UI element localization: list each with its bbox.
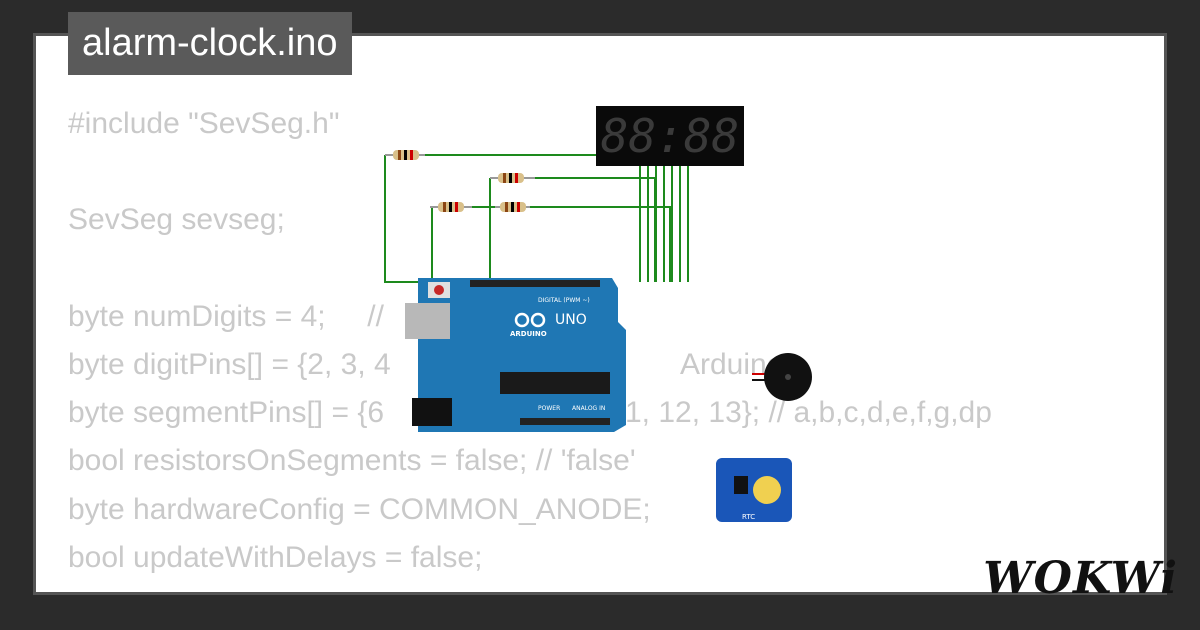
analog-label: ANALOG IN [572, 405, 605, 412]
code-line: byte hardwareConfig = COMMON_ANODE; [68, 492, 651, 526]
reset-button[interactable] [434, 285, 444, 295]
seven-segment-display[interactable]: 88:88 [596, 106, 744, 166]
power-jack [412, 398, 452, 426]
resistor [495, 202, 530, 212]
code-line: bool updateWithDelays = false; [68, 540, 483, 574]
usb-port [405, 303, 450, 339]
code-fragment-segment-tail: 1, 12, 13}; // a,b,c,d,e,f,g,dp [625, 396, 992, 429]
microcontroller-chip [500, 372, 610, 394]
wokwi-logo: WOKWi [983, 553, 1178, 604]
code-preview: #include "SevSeg.h" SevSeg sevseg; byte nu… [68, 100, 651, 592]
digital-header [470, 280, 600, 287]
analog-header [520, 418, 610, 425]
power-label: POWER [538, 405, 560, 412]
rtc-module[interactable]: RTC [716, 458, 792, 522]
project-filename: alarm-clock.ino [68, 12, 352, 75]
code-line: #include "SevSeg.h" [68, 107, 340, 140]
code-line: bool leadingZeros = false; [68, 582, 651, 592]
resistor [430, 202, 472, 212]
arduino-uno-board[interactable]: DIGITAL (PWM ~) UNO ARDUINO POWER ANALOG… [405, 278, 626, 432]
arduino-logo-icon [514, 312, 530, 328]
code-line: byte numDigits = 4; // [68, 299, 384, 333]
arduino-model: UNO [555, 312, 587, 328]
rtc-label: RTC [742, 513, 755, 521]
code-line: byte segmentPins[] = {6 [68, 396, 385, 430]
code-line: byte digitPins[] = {2, 3, 4 [68, 347, 391, 381]
resistor [490, 173, 535, 183]
buzzer[interactable] [752, 353, 812, 401]
code-line: SevSeg sevseg; [68, 203, 285, 237]
arduino-brand: ARDUINO [510, 330, 547, 338]
resistor [385, 150, 425, 160]
code-line: bool resistorsOnSegments = false; // 'fa… [68, 444, 636, 478]
display-digits: 88:88 [601, 109, 739, 163]
digital-label: DIGITAL (PWM ~) [538, 297, 590, 304]
